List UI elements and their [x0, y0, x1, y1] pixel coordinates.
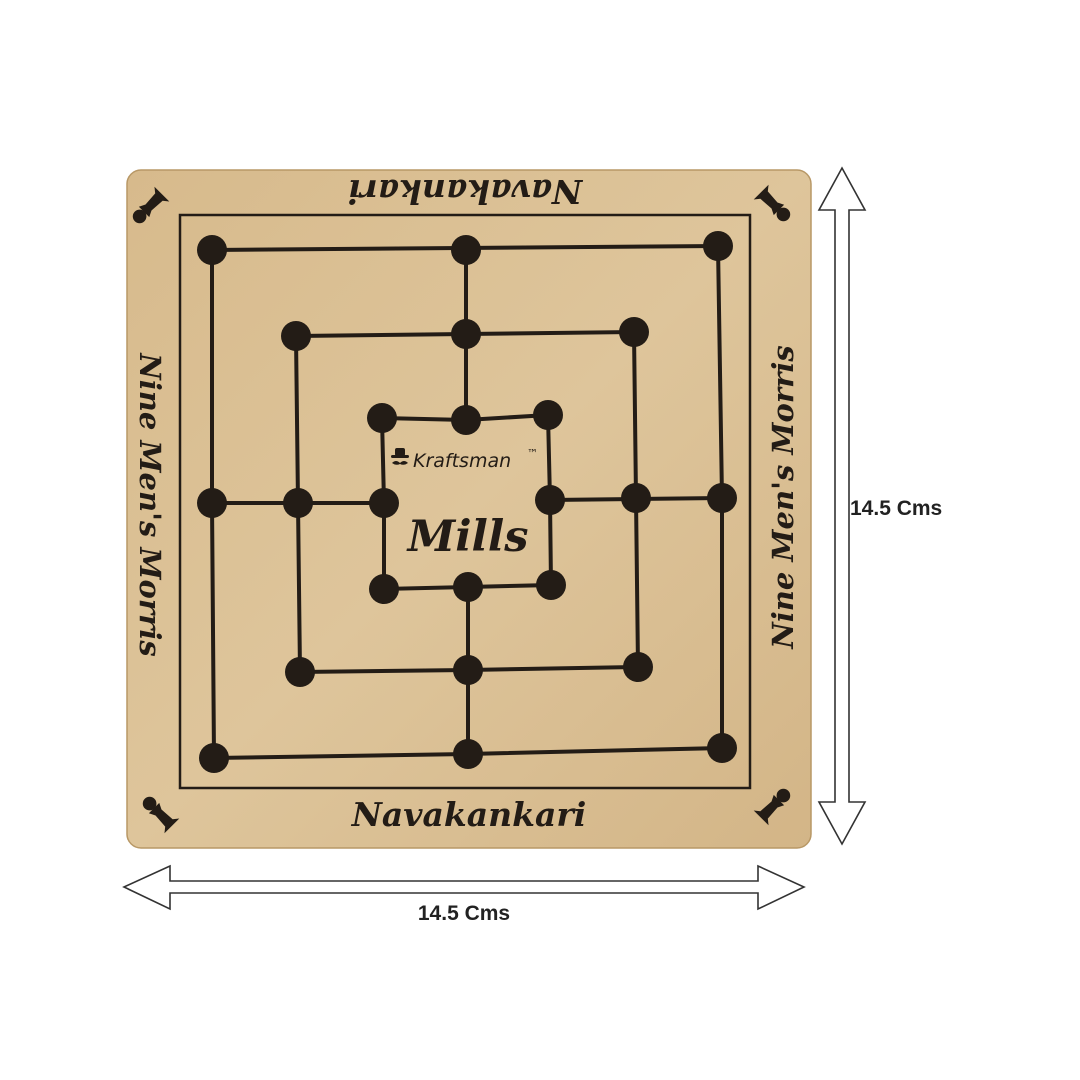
game-board: Navakankari Navakankari Nine Men's Morri…: [126, 169, 812, 849]
board-border-frame: [178, 213, 752, 790]
board-hole: [535, 485, 565, 515]
brand-logo: Kraftsman ™: [391, 447, 538, 472]
board-hole: [197, 235, 227, 265]
board-holes: [197, 231, 737, 773]
board-hole: [619, 317, 649, 347]
board-hole: [199, 743, 229, 773]
board-hole: [283, 488, 313, 518]
board-hole: [369, 574, 399, 604]
hat-mustache-icon: [391, 448, 409, 465]
trademark-mark: ™: [527, 447, 538, 460]
board-hole: [367, 403, 397, 433]
board-hole: [703, 231, 733, 261]
width-dimension: 14.5 Cms: [122, 864, 806, 925]
board-hole: [285, 657, 315, 687]
board-hole: [197, 488, 227, 518]
board-hole: [453, 655, 483, 685]
board-hole: [369, 488, 399, 518]
board-label-right: Nine Men's Morris: [766, 345, 800, 649]
height-dimension: 14.5 Cms: [817, 166, 942, 846]
board-hole: [533, 400, 563, 430]
board-hole: [707, 483, 737, 513]
board-hole: [281, 321, 311, 351]
board-label-top: Navakankari: [348, 172, 584, 211]
brand-name: Kraftsman: [413, 450, 511, 472]
board-label-bottom: Navakankari: [351, 795, 587, 834]
board-label-left: Nine Men's Morris: [133, 352, 167, 656]
board-hole: [707, 733, 737, 763]
width-label: 14.5 Cms: [418, 902, 510, 925]
board-hole: [536, 570, 566, 600]
board-hole: [623, 652, 653, 682]
height-arrow: [817, 166, 867, 846]
outer-square: [210, 243, 724, 761]
board-title: Mills: [406, 512, 529, 562]
board-hole: [453, 739, 483, 769]
board-hole: [451, 319, 481, 349]
height-label: 14.5 Cms: [850, 497, 942, 520]
board-hole: [451, 235, 481, 265]
board-hole: [453, 572, 483, 602]
board-hole: [451, 405, 481, 435]
width-arrow: [122, 864, 806, 911]
board-hole: [621, 483, 651, 513]
